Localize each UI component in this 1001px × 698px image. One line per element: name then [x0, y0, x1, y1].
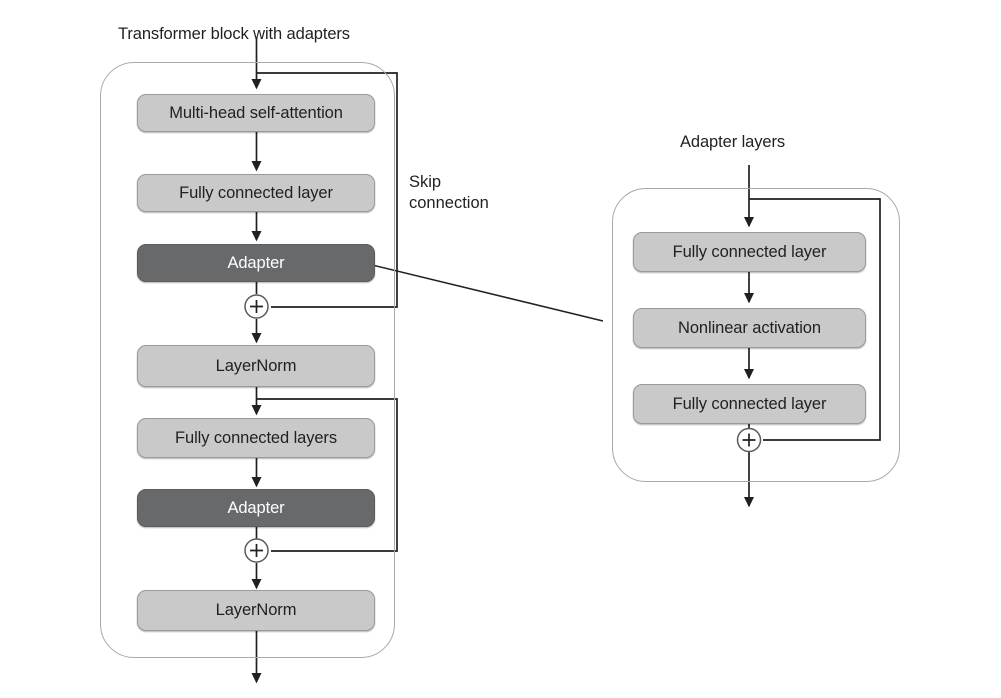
node-layernorm-1[interactable]: LayerNorm — [137, 345, 375, 387]
skip-connection-label-line2: connection — [409, 194, 489, 213]
node-adapter-1[interactable]: Adapter — [137, 244, 375, 282]
adapter-layers-panel — [612, 188, 900, 482]
node-label: Fully connected layer — [672, 242, 827, 261]
node-nonlinear-activation[interactable]: Nonlinear activation — [633, 308, 866, 348]
left-panel-title: Transformer block with adapters — [118, 25, 350, 43]
node-fully-connected-layer-1[interactable]: Fully connected layer — [137, 174, 375, 212]
node-label: Fully connected layers — [175, 428, 337, 447]
skip-connection-label-line1: Skip — [409, 173, 442, 191]
node-fc-layer-down[interactable]: Fully connected layer — [633, 232, 866, 272]
right-panel-title: Adapter layers — [680, 133, 785, 151]
skip-connection-label: Skip connection — [409, 172, 489, 214]
node-multi-head-self-attention[interactable]: Multi-head self-attention — [137, 94, 375, 132]
node-label: Adapter — [227, 498, 285, 517]
node-label: LayerNorm — [215, 356, 297, 375]
node-label: Multi-head self-attention — [169, 103, 343, 122]
node-label: Fully connected layer — [179, 183, 333, 202]
node-layernorm-2[interactable]: LayerNorm — [137, 590, 375, 631]
node-label: Adapter — [227, 253, 285, 272]
node-adapter-2[interactable]: Adapter — [137, 489, 375, 527]
transformer-block-panel — [100, 62, 395, 658]
wire-adapter-callout — [367, 263, 604, 322]
node-label: Fully connected layer — [672, 394, 827, 413]
node-fully-connected-layers[interactable]: Fully connected layers — [137, 418, 375, 458]
node-fc-layer-up[interactable]: Fully connected layer — [633, 384, 866, 424]
node-label: LayerNorm — [215, 601, 297, 619]
node-label: Nonlinear activation — [678, 318, 821, 337]
